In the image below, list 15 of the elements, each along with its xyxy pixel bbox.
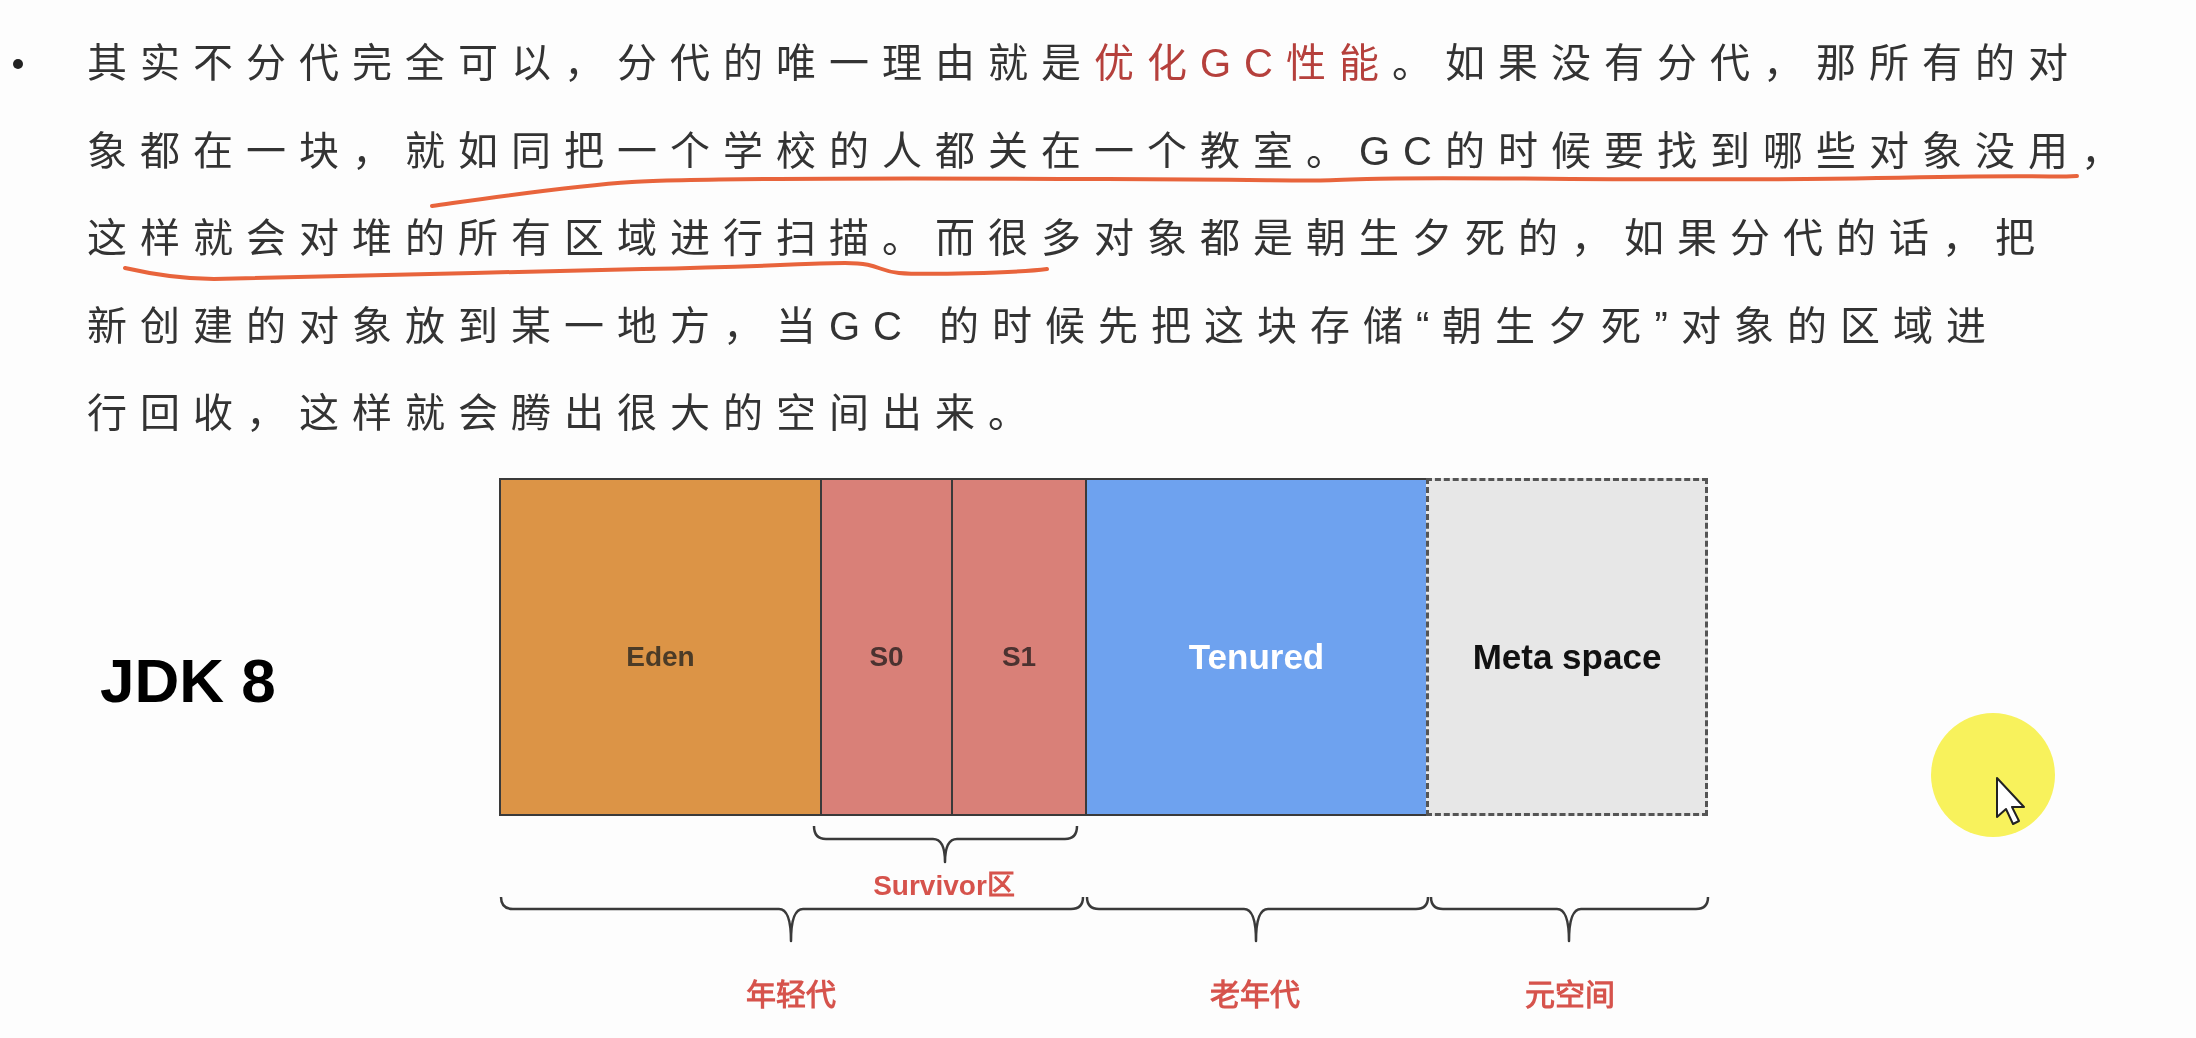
region-label: Tenured — [1188, 636, 1325, 678]
memory-region — [820, 478, 953, 816]
diagram-title: JDK 8 — [100, 650, 276, 712]
region-label: Meta space — [1472, 636, 1662, 678]
region-label: S1 — [1001, 640, 1037, 674]
brace-label: 元空间 — [1525, 977, 1615, 1013]
memory-region — [951, 478, 1087, 816]
brace-label: Survivor区 — [873, 869, 1015, 903]
region-label: Eden — [626, 640, 695, 674]
memory-region — [1085, 478, 1426, 816]
region-label: S0 — [869, 640, 904, 674]
memory-region — [1426, 478, 1708, 816]
memory-region — [499, 478, 822, 816]
brace-label: 年轻代 — [746, 977, 836, 1013]
brace-label: 老年代 — [1210, 977, 1300, 1013]
